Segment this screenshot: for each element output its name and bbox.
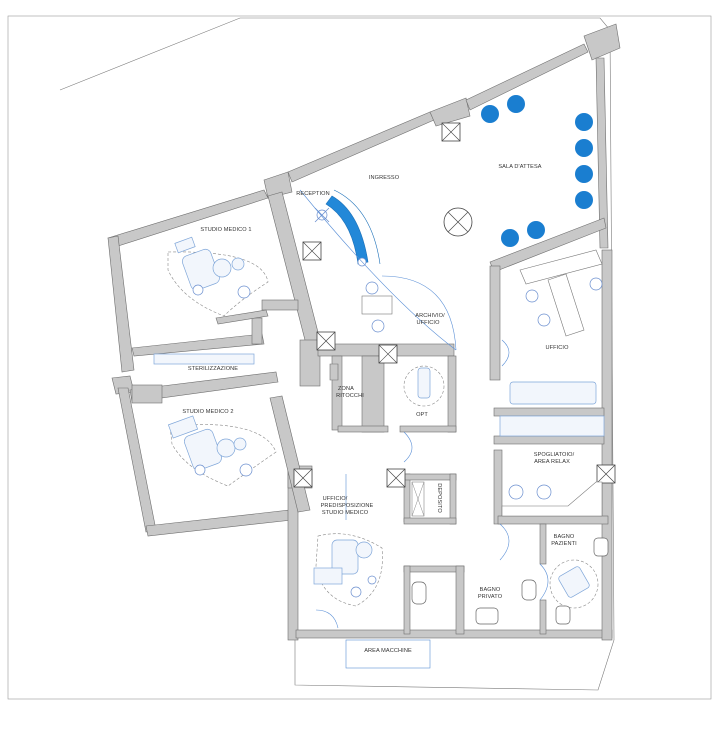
dental-unit-1 [167, 236, 269, 317]
label-sala-attesa: SALA D'ATTESA [498, 164, 541, 170]
label-spogliatoio: SPOGLIATOIO/ [534, 452, 575, 458]
bagno-pazienti-fixtures [521, 537, 609, 625]
dental-unit-3 [313, 533, 383, 607]
label-pazienti: PAZIENTI [551, 541, 577, 547]
opt-unit [403, 365, 445, 407]
spogliatoio-furniture [499, 415, 605, 517]
label-zona: ZONA [338, 386, 354, 392]
label-area-macchine: AREA MACCHINE [364, 648, 412, 654]
label-studio-medico-1: STUDIO MEDICO 1 [200, 227, 251, 233]
ufficio-furniture [509, 249, 603, 405]
label-ufficio: UFFICIO [545, 345, 569, 351]
label-bagno-privato: BAGNO [480, 587, 501, 593]
structural-pillars [293, 122, 616, 488]
label-studio-medico-2: STUDIO MEDICO 2 [182, 409, 233, 415]
label-ritocchi: RITOCCHI [336, 393, 364, 399]
deposito-shelves [411, 481, 425, 517]
label-ufficio-pred-2: PREDISPOSIZIONE [321, 503, 374, 509]
drawing-frame [7, 15, 712, 700]
doors [315, 339, 549, 629]
label-ufficio-pred-3: STUDIO MEDICO [322, 510, 369, 516]
dental-unit-2 [167, 415, 277, 487]
label-deposito: DEPOSITO [436, 483, 442, 513]
reception-desk [325, 189, 381, 265]
label-bagno-pazienti: BAGNO [554, 534, 575, 540]
label-archivio-ufficio: UFFICIO [416, 320, 440, 326]
sterilizzazione-counter [153, 353, 255, 365]
bagno-privato-fixtures [411, 581, 499, 625]
interior-walls [129, 191, 609, 635]
archivio-table [361, 281, 393, 333]
label-archivio: ARCHIVIO/ [415, 313, 445, 319]
label-opt: OPT [416, 412, 428, 418]
label-ingresso: INGRESSO [369, 175, 400, 181]
label-area-relax: AREA RELAX [534, 459, 570, 465]
entry-path [299, 189, 457, 351]
label-privato: PRIVATO [478, 594, 503, 600]
label-reception: RECEPTION [296, 191, 330, 197]
reception-chair [314, 207, 330, 223]
label-ufficio-pred-1: UFFICIO/ [323, 496, 348, 502]
label-sterilizzazione: STERILIZZAZIONE [188, 366, 238, 372]
archivio-door-arc [381, 275, 457, 351]
waiting-chairs [481, 95, 593, 247]
exterior-walls [107, 23, 621, 641]
area-macchine-box [345, 639, 431, 669]
